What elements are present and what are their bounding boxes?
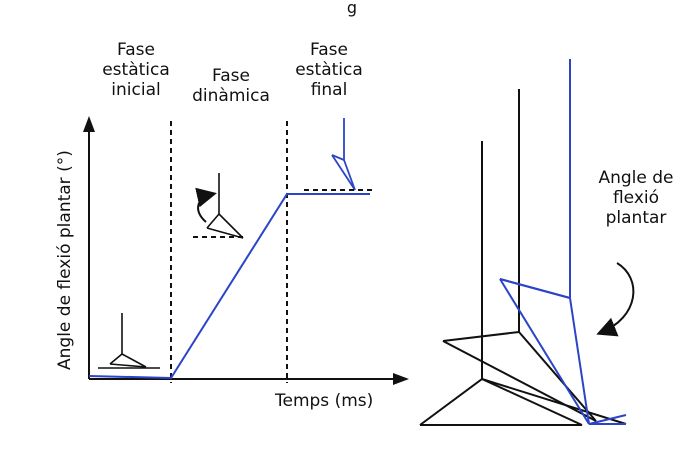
- phase-label-initial: Fase estàtica inicial: [96, 40, 176, 100]
- flexion-angle-curve: [88, 193, 370, 380]
- foot-icon-dynamic: [193, 173, 247, 239]
- phase-label-final-line-1: Fase: [310, 40, 348, 60]
- annotation-arrow-icon: [596, 262, 635, 337]
- annotation-label-line-3: plantar: [605, 208, 667, 228]
- annotation-label-line-2: flexió: [612, 188, 660, 208]
- rotation-arrow-icon: [195, 187, 217, 223]
- x-axis-label: Temps (ms): [275, 391, 374, 411]
- phase-label-initial-line-3: inicial: [111, 80, 161, 100]
- phase-label-dynamic-line-1: Fase: [212, 66, 250, 86]
- phase-label-initial-line-1: Fase: [117, 40, 155, 60]
- phase-label-initial-line-2: estàtica: [102, 60, 170, 80]
- annotation-label-line-1: Angle de: [598, 168, 674, 188]
- foot-icon-final: [304, 118, 372, 191]
- y-axis-label: Angle de flexió plantar (°): [55, 150, 75, 370]
- phase-label-final-line-2: estàtica: [295, 60, 363, 80]
- phase-label-dynamic: Fase dinàmica: [186, 66, 276, 106]
- phase-label-final-line-3: final: [310, 80, 348, 100]
- y-axis-arrowhead: [83, 116, 95, 132]
- x-axis-arrowhead: [393, 373, 409, 385]
- foot-icon-initial: [98, 313, 160, 369]
- annotation-label: Angle de flexió plantar: [586, 168, 686, 228]
- large-foot-blue: [499, 59, 627, 425]
- phase-label-dynamic-line-2: dinàmica: [192, 86, 270, 106]
- phase-label-final: Fase estàtica final: [289, 40, 369, 100]
- large-foot-black: [419, 89, 627, 426]
- top-partial-label: g: [346, 0, 358, 17]
